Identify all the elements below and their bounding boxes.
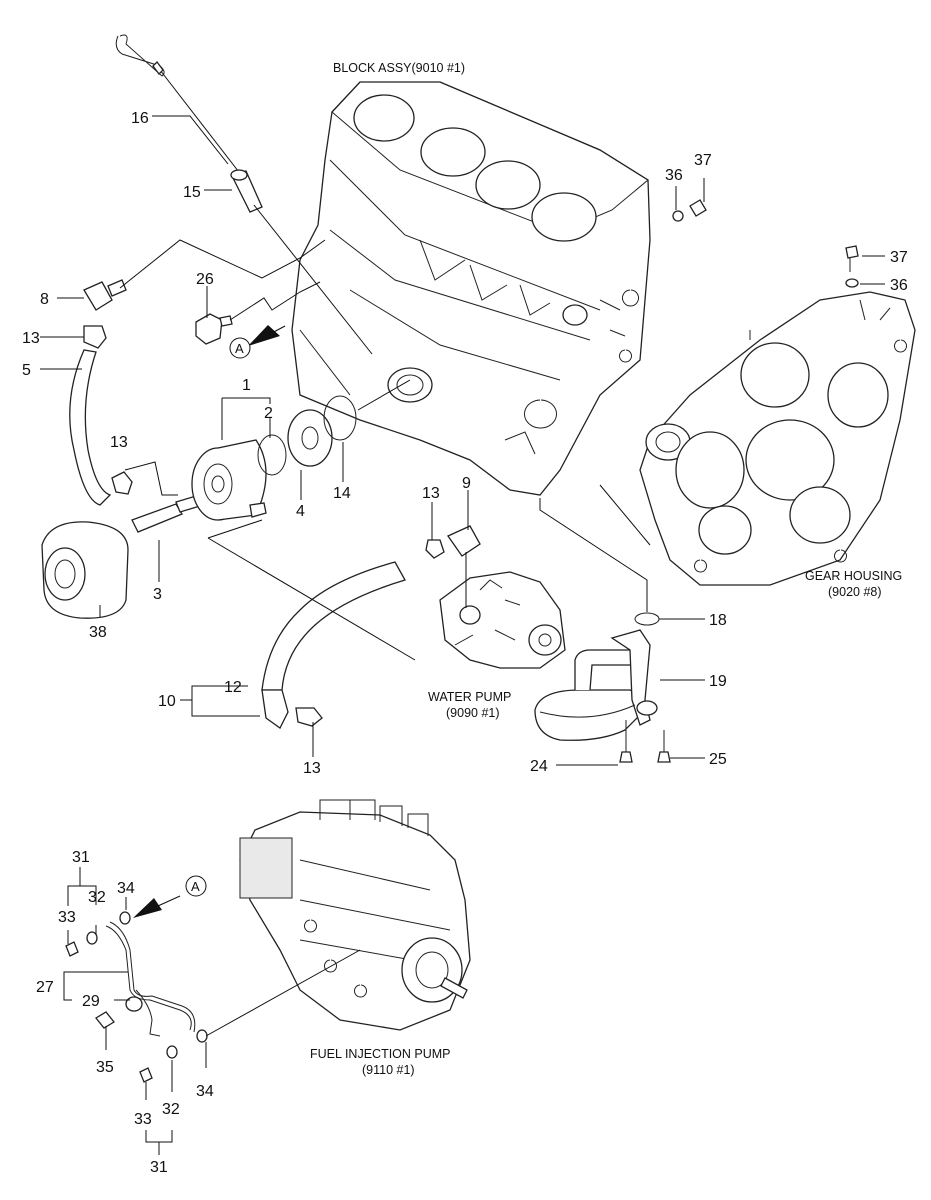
callout-2: 2 <box>264 405 273 422</box>
gear-housing-ref: (9020 #8) <box>828 585 882 599</box>
callout-3: 3 <box>153 586 162 603</box>
callout-34-top: 34 <box>117 880 135 897</box>
callout-37-top: 37 <box>694 152 712 169</box>
water-pump-ref: (9090 #1) <box>446 706 500 720</box>
callout-31-bottom: 31 <box>150 1159 168 1176</box>
callout-16: 16 <box>131 110 149 127</box>
callout-25: 25 <box>709 751 727 768</box>
washer-bolt-36-37-right <box>845 245 859 288</box>
fuel-injection-pump-drawing <box>239 799 471 1031</box>
callout-12: 12 <box>224 679 242 696</box>
callout-18: 18 <box>709 612 727 629</box>
callout-a-bottom: A <box>191 879 200 894</box>
callout-13-clip-mid: 13 <box>110 434 128 451</box>
callout-13-clip-bottom: 13 <box>303 760 321 777</box>
callout-15: 15 <box>183 184 201 201</box>
fuel-pipe-27 <box>105 921 196 1037</box>
center-bolt-3 <box>131 495 201 533</box>
washer-bolt-36-37-top <box>672 199 707 222</box>
callout-10: 10 <box>158 693 176 710</box>
callout-37-right: 37 <box>890 249 908 266</box>
gear-housing-label: GEAR HOUSING <box>805 569 902 583</box>
guide-tube-15 <box>230 169 373 355</box>
oil-strainer-drawing <box>534 629 658 741</box>
callout-33-top: 33 <box>58 909 76 926</box>
clip-13d <box>425 539 445 559</box>
callout-29: 29 <box>82 993 100 1010</box>
callout-19: 19 <box>709 673 727 690</box>
reference-circle-a1 <box>229 337 251 359</box>
water-pump-label: WATER PUMP <box>428 690 511 704</box>
callout-14: 14 <box>333 485 351 502</box>
o-ring-14 <box>323 395 357 441</box>
clip-13a <box>83 325 107 349</box>
bolt-24 <box>619 720 633 763</box>
callout-24: 24 <box>530 758 548 775</box>
reference-circle-a2 <box>185 875 207 897</box>
elbow-9 <box>447 525 481 608</box>
oil-filter-38 <box>41 521 129 619</box>
callout-1: 1 <box>242 377 251 394</box>
callout-34-bottom: 34 <box>196 1083 214 1100</box>
fuel-pump-ref: (9110 #1) <box>362 1063 415 1077</box>
gear-housing-drawing <box>639 291 916 586</box>
clip-13c <box>295 707 323 727</box>
callout-9: 9 <box>462 475 471 492</box>
block-assy-label: BLOCK ASSY(9010 #1) <box>333 61 465 75</box>
bolt-25 <box>657 730 671 763</box>
hose-5 <box>69 349 112 506</box>
washers-bolts-fuel <box>65 911 361 1083</box>
callout-32-bottom: 32 <box>162 1101 180 1118</box>
callout-26: 26 <box>196 271 214 288</box>
callout-4: 4 <box>296 503 305 520</box>
cover-4 <box>287 409 333 467</box>
hose-12 <box>261 561 406 729</box>
callout-32-top: 32 <box>88 889 106 906</box>
fuel-pump-label: FUEL INJECTION PUMP <box>310 1047 451 1061</box>
callout-27: 27 <box>36 979 54 996</box>
callout-36-right: 36 <box>890 277 908 294</box>
callout-13-clip-pump: 13 <box>422 485 440 502</box>
callout-38: 38 <box>89 624 107 641</box>
engine-block-drawing <box>291 81 651 496</box>
o-ring-18 <box>634 612 660 626</box>
water-pump-drawing <box>439 571 566 669</box>
elbow-8 <box>83 279 127 311</box>
reference-arrows <box>133 325 286 918</box>
o-ring-2 <box>257 434 287 476</box>
callout-5: 5 <box>22 362 31 379</box>
callout-13-clip-top: 13 <box>22 330 40 347</box>
callout-a-top: A <box>235 341 244 356</box>
callout-36-top: 36 <box>665 167 683 184</box>
callout-33-bottom: 33 <box>134 1111 152 1128</box>
callout-8: 8 <box>40 291 49 308</box>
dipstick-16 <box>115 34 243 177</box>
callout-35: 35 <box>96 1059 114 1076</box>
oil-pressure-switch-26 <box>195 313 233 345</box>
leader-lines <box>40 115 885 1155</box>
clip-13b <box>111 471 133 495</box>
callout-31-top: 31 <box>72 849 90 866</box>
oil-cooler-1 <box>191 439 267 521</box>
